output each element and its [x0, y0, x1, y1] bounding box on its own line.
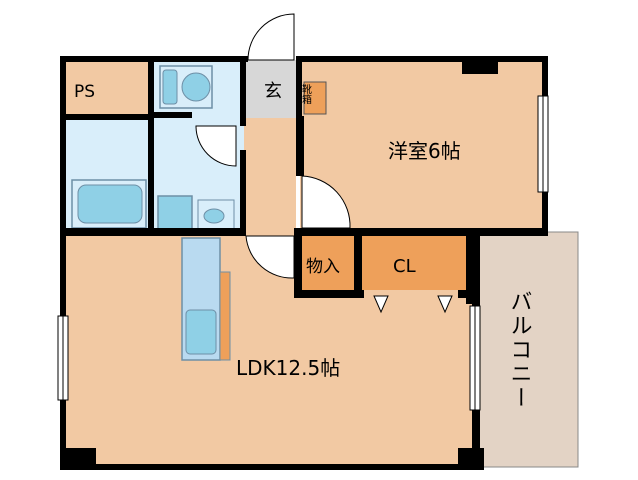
window-ldk-right — [469, 305, 481, 411]
entrance-door — [247, 13, 295, 61]
balcony-floor — [477, 231, 579, 468]
label-genkan: 玄 — [264, 81, 282, 102]
shoebox-floor — [303, 81, 327, 115]
closet-floor — [362, 236, 472, 290]
label-ps: PS — [74, 82, 95, 102]
ps-floor — [64, 60, 148, 118]
storage-floor — [300, 236, 358, 290]
label-closet: CL — [393, 256, 416, 277]
ldk-door — [245, 235, 295, 279]
window-bedroom — [537, 95, 549, 193]
kitchen-counter — [181, 237, 231, 361]
window-ldk-left — [57, 315, 69, 401]
label-balcony: バルコニー — [507, 290, 532, 410]
genkan-floor — [244, 60, 300, 118]
washroom-door — [195, 125, 237, 167]
closet-doors — [373, 295, 453, 314]
toilet-icon — [159, 65, 213, 109]
washbasin-icon — [157, 195, 235, 231]
label-shoebox: 靴箱 — [300, 83, 312, 105]
label-ldk: LDK12.5帖 — [236, 356, 340, 380]
label-bedroom: 洋室6帖 — [388, 139, 461, 163]
bathtub-icon — [71, 179, 147, 229]
hall-floor — [244, 118, 296, 236]
bedroom-door — [301, 175, 351, 229]
label-storage: 物入 — [306, 257, 340, 277]
